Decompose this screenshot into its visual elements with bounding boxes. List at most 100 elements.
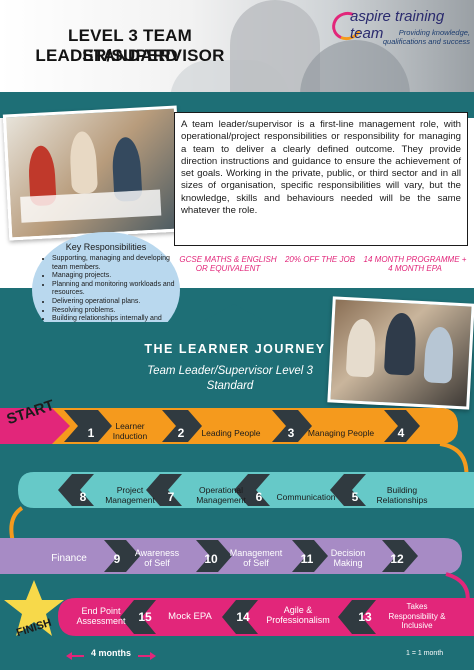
chevron-icon xyxy=(330,474,366,506)
responsibility-item: Supporting, managing and developing team… xyxy=(52,255,176,272)
journey-title: THE LEARNER JOURNEY xyxy=(144,342,326,356)
role-description: A team leader/supervisor is a first-line… xyxy=(174,112,468,246)
logo-tagline-line2: qualifications and success xyxy=(382,37,470,46)
step-label-line: Assessment xyxy=(76,616,126,626)
step-number: 1 xyxy=(87,426,95,440)
step-label-line: Management xyxy=(196,495,246,505)
chevron-icon xyxy=(64,410,112,442)
logo-tagline: Providing knowledge, qualifications and … xyxy=(360,28,470,46)
highlight-line: 4 MONTH EPA xyxy=(388,264,442,273)
logo-name: aspire training team xyxy=(350,8,445,42)
chevron-icon xyxy=(196,540,232,572)
scale-note: 1 = 1 month xyxy=(406,650,444,657)
step-label-line: Management xyxy=(105,495,155,505)
step-label-line: Takes xyxy=(406,602,428,611)
journey-subtitle-line1: Team Leader/Supervisor Level 3 xyxy=(147,365,313,377)
step-label-line: Responsibility & xyxy=(388,611,446,621)
step-label-line: Building xyxy=(386,485,418,495)
step-label-line: Project xyxy=(116,485,144,495)
step-number: 11 xyxy=(300,552,314,566)
step-label-line: Decision xyxy=(330,548,366,558)
step-number: 15 xyxy=(138,610,152,624)
row-1-bar xyxy=(0,408,458,444)
chevron-icon xyxy=(338,600,376,634)
highlight-line: GCSE MATHS & ENGLISH xyxy=(179,255,277,264)
step-label-line: Awareness xyxy=(134,548,180,558)
chevron-icon xyxy=(382,540,418,572)
months-label: 4 months xyxy=(90,648,131,658)
step-number: 13 xyxy=(358,610,372,624)
key-responsibilities-list: Supporting, managing and developing team… xyxy=(46,255,176,332)
off-the-job-note: 20% OFF THE JOB xyxy=(282,255,358,264)
step-label-line: Agile & xyxy=(283,605,313,615)
chevron-icon xyxy=(104,540,140,572)
epa-duration-indicator: 4 months xyxy=(66,648,156,661)
step-number: 2 xyxy=(177,426,185,440)
highlight-line: 20% OFF THE JOB xyxy=(284,255,356,264)
chevron-icon xyxy=(384,410,420,442)
step-label-line: Relationships xyxy=(376,495,428,505)
step-number: 12 xyxy=(390,552,404,566)
step-label: Leading People xyxy=(201,428,261,438)
step-label: Managing People xyxy=(307,428,375,438)
step-number: 4 xyxy=(397,426,405,440)
step-label-line: Management xyxy=(229,548,283,558)
step-label-line: Learner xyxy=(115,421,145,431)
logo-tagline-line1: Providing knowledge, xyxy=(398,28,470,37)
step-label-line: End Point xyxy=(81,606,121,616)
key-responsibilities-title: Key Responsibilities xyxy=(65,242,147,252)
responsibility-item: Managing projects. xyxy=(52,272,176,281)
start-pointer xyxy=(0,408,70,444)
step-label-line: Induction xyxy=(112,431,148,441)
step-label: Communication xyxy=(276,492,336,502)
step-number: 9 xyxy=(113,552,121,566)
step-number: 5 xyxy=(351,490,359,504)
programme-length-note: 14 MONTH PROGRAMME + 4 MONTH EPA xyxy=(360,255,470,273)
chevron-icon xyxy=(222,600,258,634)
step-label: Agile &Professionalism xyxy=(258,605,338,625)
step-label-line: Operational xyxy=(199,485,243,495)
step-number: 10 xyxy=(204,552,218,566)
step-number: 3 xyxy=(287,426,295,440)
chevron-icon xyxy=(272,410,312,442)
chevron-icon xyxy=(234,474,270,506)
person-figure xyxy=(68,130,99,195)
step-label: Finance xyxy=(51,553,87,564)
team-collaboration-photo xyxy=(327,296,474,410)
chevron-icon xyxy=(120,600,156,634)
responsibility-item: Resolving problems. xyxy=(52,307,176,316)
journey-subtitle-line2: Standard xyxy=(206,380,254,392)
entry-requirement-note: GCSE MATHS & ENGLISH OR EQUIVALENT xyxy=(176,255,280,273)
person-figure xyxy=(345,318,377,378)
aspire-logo: aspire training team Providing knowledge… xyxy=(328,4,472,52)
chevron-icon xyxy=(146,474,182,506)
step-number: 7 xyxy=(167,490,175,504)
team-meeting-photo xyxy=(2,105,184,241)
chevron-icon xyxy=(292,540,328,572)
step-label: Mock EPA xyxy=(168,611,212,622)
person-figure xyxy=(423,326,455,384)
highlight-line: OR EQUIVALENT xyxy=(195,264,261,273)
step-number: 14 xyxy=(236,610,250,624)
chevron-icon xyxy=(162,410,202,442)
double-arrow-icon xyxy=(66,652,156,660)
journey-rows xyxy=(0,408,474,636)
finish-star-icon xyxy=(4,580,64,636)
journey-subtitle: Team Leader/Supervisor Level 3 Standard xyxy=(120,364,340,394)
step-number: 8 xyxy=(79,490,87,504)
responsibility-item: Planning and monitoring workloads and re… xyxy=(52,281,176,298)
row-4-bar xyxy=(58,598,474,636)
step-label-line: Inclusive xyxy=(401,621,433,630)
person-figure xyxy=(383,312,418,376)
step-label-line: Professionalism xyxy=(266,615,330,625)
step-label-line: of Self xyxy=(243,558,269,568)
